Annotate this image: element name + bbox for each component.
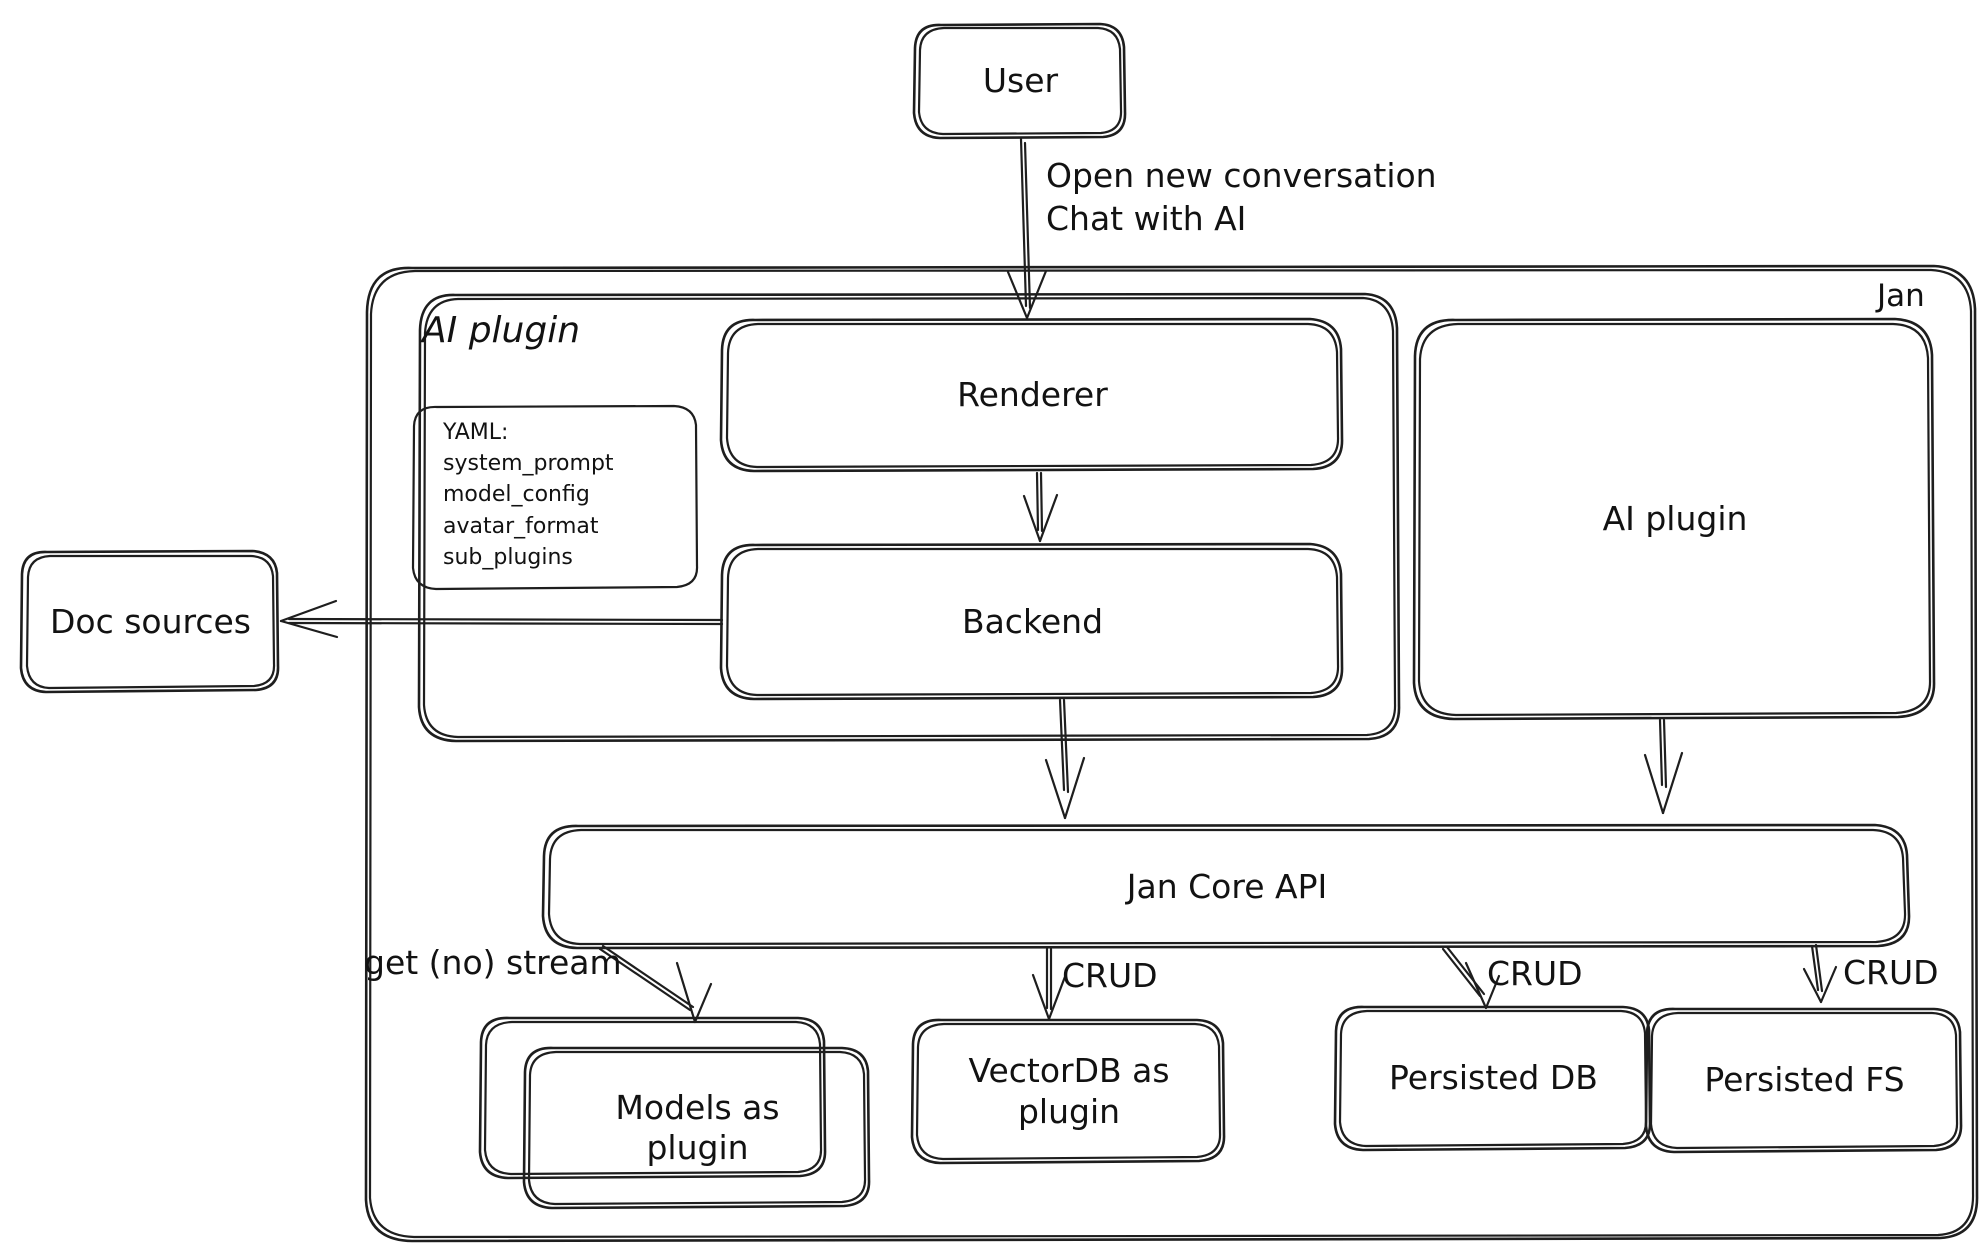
arrow-user-to-renderer <box>1006 137 1048 320</box>
doc-sources-node[interactable]: Doc sources <box>49 601 251 641</box>
backend-node[interactable]: Backend <box>961 601 1104 641</box>
edge-label-open-new-conversation: Open new conversation Chat with AI <box>1046 156 1437 238</box>
persisted-fs-node[interactable]: Persisted FS <box>1704 1060 1905 1100</box>
vectordb-as-plugin-node[interactable]: VectorDB as plugin <box>968 1051 1170 1131</box>
yaml-config-text: YAML: system_prompt model_config avatar_… <box>443 420 614 570</box>
user-node[interactable]: User <box>982 61 1059 101</box>
ai-plugin-group-label: AI plugin <box>422 310 581 351</box>
arrow-renderer-to-backend <box>1022 471 1059 543</box>
arrow-backend-to-core-api <box>1044 698 1086 820</box>
ai-plugin-right-node[interactable]: AI plugin <box>1602 499 1748 539</box>
persisted-db-node[interactable]: Persisted DB <box>1389 1058 1598 1098</box>
renderer-node[interactable]: Renderer <box>957 375 1108 415</box>
arrow-core-api-to-persisted-fs <box>1802 943 1838 1004</box>
edge-label-crud-persisted-fs: CRUD <box>1843 953 1939 992</box>
models-as-plugin-node[interactable]: Models as plugin <box>615 1087 780 1167</box>
jan-group-label: Jan <box>1877 278 1925 314</box>
arrow-backend-to-doc-sources <box>279 599 724 639</box>
edge-label-crud-persisted-db: CRUD <box>1487 954 1583 993</box>
arrow-ai-plugin-to-core-api <box>1643 718 1684 815</box>
jan-core-api-node[interactable]: Jan Core API <box>1126 866 1328 906</box>
edge-label-crud-vectordb: CRUD <box>1062 956 1158 995</box>
edge-label-get-no-stream: get (no) stream <box>364 943 622 982</box>
